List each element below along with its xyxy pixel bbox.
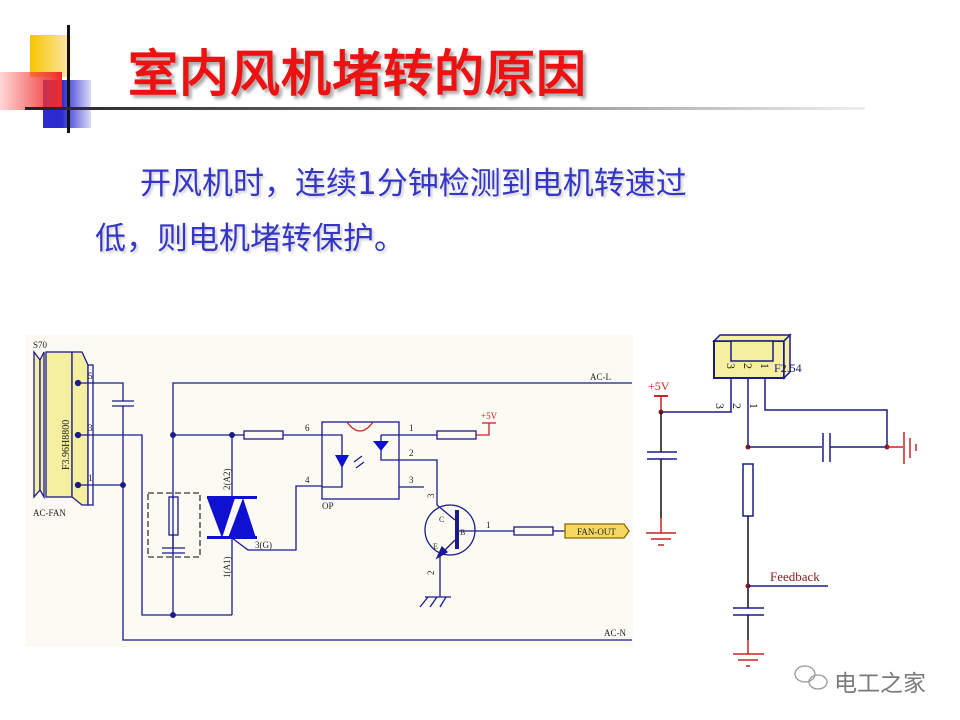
right-vcc-label: +5V [648,379,670,393]
deco-yellow-square [30,35,72,77]
body-line-2: 低，则电机堵转保护。 [95,221,405,257]
triac-a2-label: 2(A2) [222,469,232,491]
wechat-icon [794,665,828,690]
f254-connector [712,333,792,380]
op-pin-1: 1 [409,423,414,433]
pin-3-label: 3 [88,423,93,433]
f254-label: F2.54 [774,361,802,375]
conn-pin-2: 2 [741,363,755,369]
pin-5-label: 5 [88,371,93,381]
q-emitter-pin: 2 [426,571,436,576]
triac-g-label: 3(G) [255,540,272,550]
op-pin-4: 4 [305,475,310,485]
vcc-label: +5V [481,411,498,421]
ac-n-label: AC-N [604,628,626,638]
conn-pin-1: 1 [758,363,772,369]
feedback-label: Feedback [770,569,820,584]
deco-red-bar [0,72,62,110]
pin-1-label: 1 [88,473,93,483]
connector-part-label: F3.96H8800 [61,420,72,470]
triac-a1-label: 1(A1) [222,557,232,579]
connector-ref-label: S70 [33,340,48,350]
wire-pin-3: 3 [713,403,727,409]
op-pin-6: 6 [305,423,310,433]
page-title: 室内风机堵转的原因 [128,45,587,103]
watermark: 电工之家 [834,671,926,697]
left-circuit-labels: S70 F3.96H8800 AC-FAN 5 3 1 AC-L AC-N 2(… [33,340,626,638]
triac-symbol [207,496,257,539]
body-line-1: 开风机时，连续1分钟检测到电机转速过 [140,166,687,202]
ac-fan-connector [33,350,94,506]
title-underline [25,107,865,110]
fan-out-label: FAN-OUT [577,527,616,537]
ac-l-label: AC-L [590,372,611,382]
left-circuit [25,335,633,647]
q-e-label: E [433,542,438,551]
right-circuit [646,333,917,667]
wire-pin-2: 2 [730,403,744,409]
wire-pin-1: 1 [747,403,761,409]
ac-fan-label: AC-FAN [33,508,66,518]
q-c-label: C [439,515,444,524]
q-base-pin: 1 [486,520,491,530]
fan-out-port [564,523,630,539]
right-circuit-labels: 3 2 1 F2.54 3 2 1 +5V Feedback [648,361,820,584]
q-b-label: B [460,528,465,537]
deco-vertical-line [67,25,70,133]
op-label: OP [322,501,334,511]
op-pin-3: 3 [409,475,414,485]
conn-pin-3: 3 [724,363,738,369]
q-collector-pin: 3 [426,493,436,498]
op-pin-2: 2 [409,448,414,458]
